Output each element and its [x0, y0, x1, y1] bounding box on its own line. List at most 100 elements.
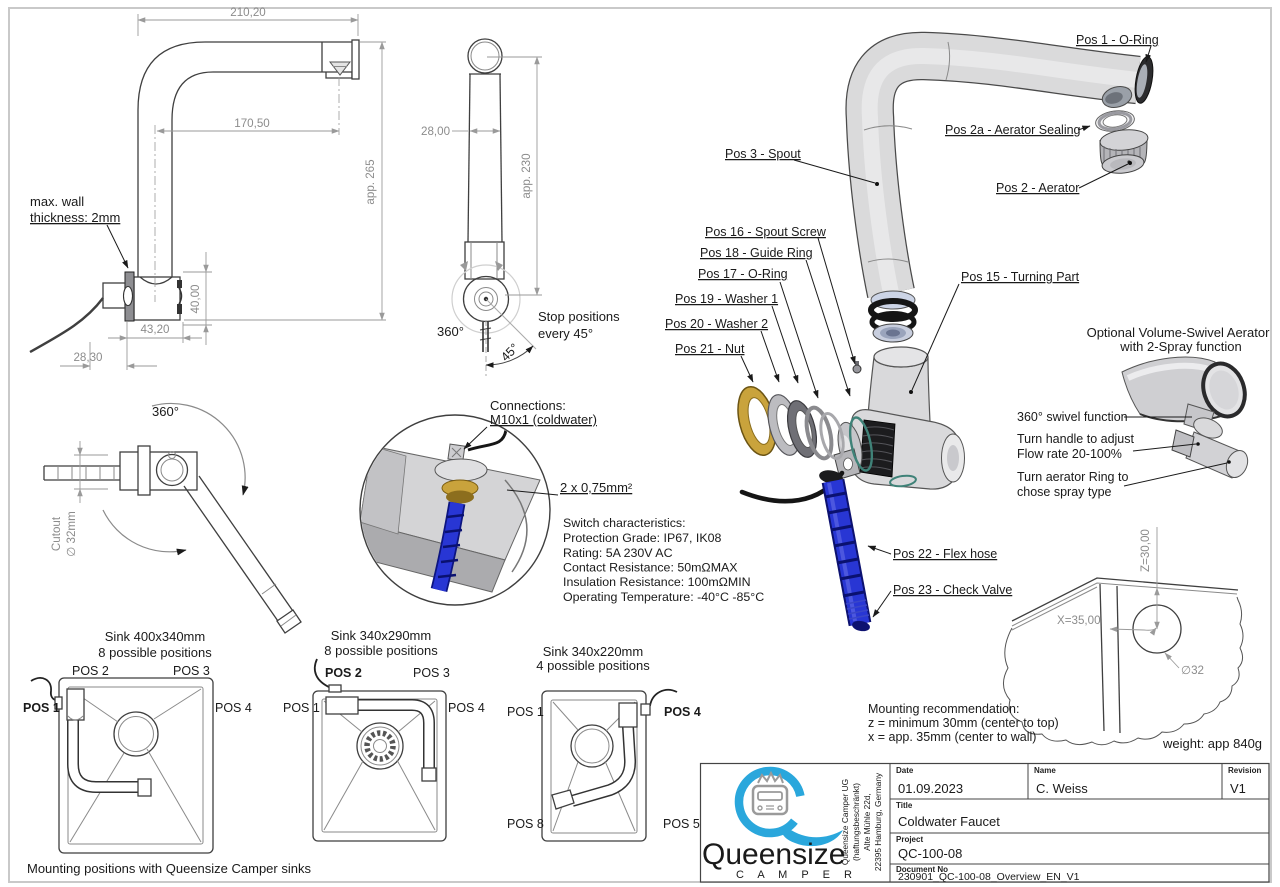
- check-valve: [845, 599, 870, 620]
- switch-l1: Protection Grade: IP67, IK08: [563, 531, 722, 545]
- top-rotation-label: 360°: [152, 404, 179, 419]
- stop-positions-line2: every 45°: [538, 326, 593, 341]
- name-value: C. Weiss: [1036, 781, 1088, 796]
- logo-sub: C A M P E R: [736, 869, 857, 881]
- label-pos1: Pos 1 - O-Ring: [1076, 33, 1159, 47]
- switch-title: Switch characteristics:: [563, 516, 686, 530]
- sink2-title: Sink 340x290mm: [331, 628, 431, 643]
- cable-front: [29, 297, 104, 354]
- label-pos20: Pos 20 - Washer 2: [665, 317, 768, 331]
- company-line1: Queensize Camper UG: [840, 779, 850, 865]
- dim-depth: 28,30: [73, 351, 102, 364]
- dim-tube: 28,00: [421, 125, 450, 138]
- sink1-title: Sink 400x340mm: [105, 629, 205, 644]
- top-swivel-view: 360° Cutout ∅ 32mm: [43, 402, 302, 634]
- logo-q-icon: [734, 766, 806, 838]
- label-pos17: Pos 17 - O-Ring: [698, 267, 788, 281]
- sink1-diagram: Sink 400x340mm 8 possible positions POS …: [23, 629, 252, 854]
- connection-inset: Connections: M10x1 (coldwater) 2 x 0,75m…: [359, 398, 633, 606]
- sink2-pos-right: POS 4: [448, 701, 485, 715]
- side-rotation-label: 360°: [437, 324, 464, 339]
- sheet-border: [8, 7, 1272, 883]
- front-view: 210,20 170,50 app. 265 40,00 43,20 28,30…: [29, 6, 386, 370]
- sink3-pos-top-left: POS 1: [507, 705, 544, 719]
- revision-label: Revision: [1228, 766, 1261, 775]
- sink3-pos-bottom-left: POS 8: [507, 817, 544, 831]
- guide-ring: [819, 412, 845, 460]
- mounting-line-z: z = minimum 30mm (center to top): [868, 716, 1059, 730]
- dim-body-width: 43,20: [140, 323, 169, 336]
- dim-body-height: 40,00: [189, 284, 202, 313]
- dim-z: Z=30,00: [1139, 529, 1152, 572]
- exploded-view: Pos 1 - O-Ring Pos 2a - Aerator Sealing …: [665, 31, 1159, 632]
- logo-wave-icon: [781, 828, 843, 847]
- project-value: QC-100-08: [898, 846, 962, 861]
- sink2-pos-top-left: POS 2: [325, 666, 362, 680]
- sink3-pos-top-right: POS 4: [664, 705, 701, 719]
- sink3-subtitle: 4 possible positions: [536, 658, 650, 673]
- sink1-pos-top-right: POS 3: [173, 664, 210, 678]
- label-pos3: Pos 3 - Spout: [725, 147, 801, 161]
- optional-note3b: chose spray type: [1017, 485, 1112, 499]
- sink1-pos-top-left: POS 2: [72, 664, 109, 678]
- date-value: 01.09.2023: [898, 781, 963, 796]
- sink1-pos-right: POS 4: [215, 701, 252, 715]
- weight-note: weight: app 840g: [1162, 736, 1262, 751]
- company-line3: Alte Mühle 22d,: [862, 793, 872, 851]
- connections-line2: M10x1 (coldwater): [490, 412, 597, 427]
- o-ring-silver: [804, 405, 834, 461]
- sink2-pos-left: POS 1: [283, 701, 320, 715]
- title-label: Title: [896, 801, 913, 810]
- dim-dia: ∅32: [1181, 664, 1204, 677]
- sink3-diagram: Sink 340x220mm 4 possible positions POS …: [507, 644, 701, 842]
- switch-l5: Operating Temperature: -40°C -85°C: [563, 590, 764, 604]
- doc-value: 230901_QC-100-08_Overview_EN_V1: [898, 871, 1080, 883]
- torn-edge: [1003, 596, 1244, 746]
- company-line2: (haftungsbeschränkt): [851, 783, 861, 861]
- cutout-label-line1: Cutout: [50, 516, 63, 551]
- optional-note1: 360° swivel function: [1017, 410, 1128, 424]
- revision-value: V1: [1230, 781, 1246, 796]
- mounting-line-x: x = app. 35mm (center to wall): [868, 730, 1036, 744]
- sink2-pos-top-right: POS 3: [413, 666, 450, 680]
- optional-title-line2: with 2-Spray function: [1119, 339, 1241, 354]
- dim-x: X=35,00: [1057, 614, 1101, 627]
- wall-note-line1: max. wall: [30, 194, 84, 209]
- title-value: Coldwater Faucet: [898, 814, 1000, 829]
- flow-handle: [1171, 429, 1195, 458]
- label-pos16: Pos 16 - Spout Screw: [705, 225, 827, 239]
- label-pos15: Pos 15 - Turning Part: [961, 270, 1080, 284]
- optional-note2a: Turn handle to adjust: [1017, 432, 1135, 446]
- label-pos2: Pos 2 - Aerator: [996, 181, 1079, 195]
- label-pos23: Pos 23 - Check Valve: [893, 583, 1012, 597]
- aerator-front: [328, 61, 352, 76]
- switch-knob: [102, 282, 126, 309]
- dim-side-height: app. 230: [520, 153, 533, 198]
- optional-note3a: Turn aerator Ring to: [1017, 470, 1128, 484]
- label-pos18: Pos 18 - Guide Ring: [700, 246, 813, 260]
- switch-l2: Rating: 5A 230V AC: [563, 546, 673, 560]
- mounting-recommendation: Z=30,00 X=35,00 ∅32 Mounting recommendat…: [868, 527, 1262, 751]
- optional-note2b: Flow rate 20-100%: [1017, 447, 1122, 461]
- title-block: Date Name Revision 01.09.2023 C. Weiss V…: [699, 762, 1270, 883]
- label-pos19: Pos 19 - Washer 1: [675, 292, 778, 306]
- side-view: 28,00 app. 230 360° Stop positions every…: [421, 38, 620, 376]
- stop-positions-line1: Stop positions: [538, 309, 620, 324]
- dim-reach: 170,50: [234, 117, 269, 130]
- sink1-pos-left: POS 1: [23, 701, 60, 715]
- sink3-title: Sink 340x220mm: [543, 644, 643, 659]
- wall-note-line2: thickness: 2mm: [30, 210, 120, 225]
- sink2-subtitle: 8 possible positions: [324, 643, 438, 658]
- label-pos2a: Pos 2a - Aerator Sealing: [945, 123, 1081, 137]
- spout-screw: [852, 364, 862, 374]
- queensize-logo: Queensize C A M P E R: [702, 766, 857, 881]
- label-pos21: Pos 21 - Nut: [675, 342, 745, 356]
- crown-icon: [757, 770, 784, 784]
- cable-spec: 2 x 0,75mm²: [560, 480, 633, 495]
- logo-wordmark: Queensize: [702, 838, 845, 871]
- sink3-pos-bottom-right: POS 5: [663, 817, 700, 831]
- switch-characteristics: Switch characteristics: Protection Grade…: [563, 516, 764, 604]
- company-line4: 22395 Hamburg, Germany: [873, 772, 883, 871]
